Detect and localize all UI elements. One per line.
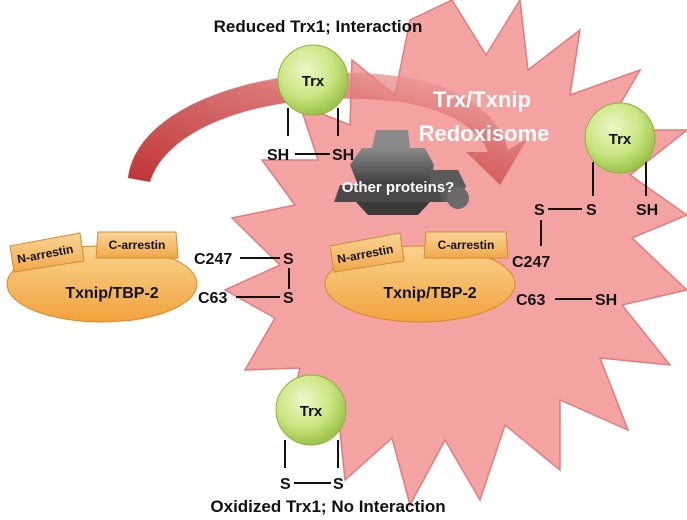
txnip-left-s-bottom: S [283,290,294,307]
trx-top-label: Trx [302,73,325,90]
trx-bottom-s-right: S [333,476,344,493]
title-reduced-interaction: Reduced Trx1; Interaction [214,17,423,36]
redoxisome-title-line2: Redoxisome [419,121,550,146]
other-proteins-shape [334,130,469,215]
n-arrestin-left-tab [9,232,85,273]
trx-bottom-circle [275,374,347,446]
n-arrestin-right-tab [329,232,405,273]
other-proteins-label: Other proteins? [342,179,455,196]
trx-bottom-s-left: S [280,476,291,493]
txnip-right-c247: C247 [512,254,550,271]
redoxisome-title-line1: Trx/Txnip [433,87,531,112]
trx-top-circle [277,44,349,116]
curved-arrow [128,72,528,185]
c-arrestin-right-tab [423,231,509,259]
trx-right-label: Trx [609,131,632,148]
c-arrestin-left-tab [95,231,179,259]
trx-right-sh: SH [636,202,658,219]
trx-top-sh-left: SH [267,147,289,164]
txnip-right-label: Txnip/TBP-2 [383,285,476,302]
txnip-right-c63: C63 [516,292,545,309]
txnip-left-c247: C247 [194,251,232,268]
txnip-left-s-top: S [283,251,294,268]
txnip-left-c63: C63 [198,290,227,307]
trx-right-s-right: S [586,202,597,219]
trx-top-sh-right: SH [332,147,354,164]
c-arrestin-left-label: C-arrestin [109,238,166,252]
trx-bottom-label: Trx [300,403,323,420]
trx-right-s-left: S [534,202,545,219]
c-arrestin-right-label: C-arrestin [438,238,495,252]
trx-right-circle [584,102,656,174]
txnip-left-label: Txnip/TBP-2 [65,285,158,302]
txnip-right-sh: SH [595,292,617,309]
title-oxidized-no-interaction: Oxidized Trx1; No Interaction [210,497,445,516]
